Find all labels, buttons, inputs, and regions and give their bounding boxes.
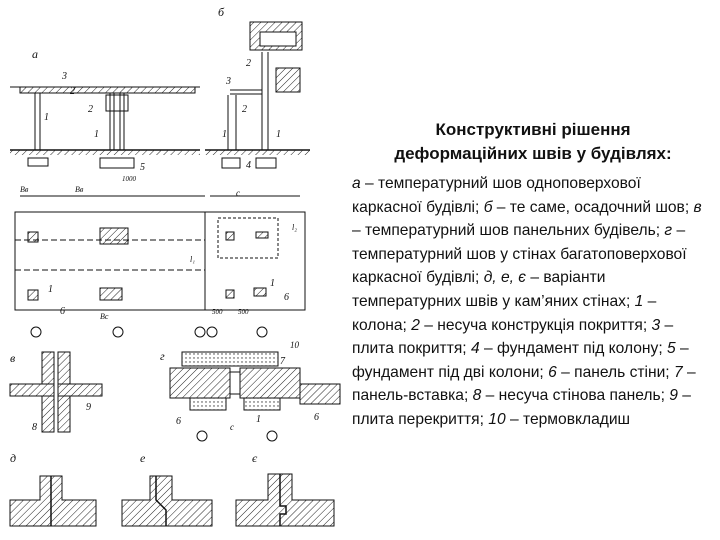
label-b: б — [218, 5, 225, 19]
legend-desc: – температурний шов одноповерхової карка… — [352, 175, 641, 216]
dim-l2: l₂ — [292, 223, 297, 232]
label-b3: 3 — [225, 76, 231, 87]
label-ye: є — [252, 451, 258, 465]
label-b6: 6 — [284, 292, 289, 303]
label-1c: 1 — [48, 284, 53, 295]
label-g6b: 6 — [314, 412, 319, 423]
legend-desc: – температурний шов у стінах багатоповер… — [352, 222, 687, 287]
label-5: 5 — [140, 162, 145, 173]
legend-desc: – плита перекриття; — [352, 387, 691, 428]
legend-key: 2 — [411, 316, 420, 334]
dim-500b: 500 — [238, 308, 249, 316]
label-b1c: 1 — [270, 278, 275, 289]
axis-bv2: Вв — [75, 185, 84, 194]
structural-drawings: а 1000 3 2 2 1 1 5 Вв Вв Вс — [9, 5, 341, 527]
legend-desc: – те саме, осадочний шов; — [492, 198, 694, 216]
label-b2: 2 — [246, 58, 251, 69]
legend-key: д, е, є — [483, 269, 527, 287]
legend-desc: – температурний шов панельних будівель; — [352, 222, 665, 240]
label-e: е — [140, 451, 146, 465]
drawing-ye: є — [235, 451, 335, 527]
axis-bc: Вс — [100, 312, 109, 321]
label-g6: 6 — [176, 416, 181, 427]
drawing-d: д — [9, 451, 97, 527]
legend-key: 9 — [669, 387, 678, 405]
label-g: г — [160, 349, 165, 363]
legend-desc: – несуча конструкція покриття; — [419, 316, 652, 334]
drawing-e: е — [121, 451, 213, 527]
label-b1b: 1 — [222, 129, 227, 140]
legend-key: 10 — [488, 410, 506, 428]
legend-desc: – фундамент під колону; — [479, 340, 667, 358]
label-d: д — [10, 451, 16, 465]
caption: Конструктивні рішення деформаційних швів… — [352, 118, 714, 432]
legend-key: в — [693, 198, 702, 216]
legend-desc: – колона; — [352, 292, 657, 334]
legend-desc: – фундамент під дві колони; — [352, 340, 689, 381]
drawing-a: а 1000 3 2 2 1 1 5 Вв Вв Вс — [10, 47, 206, 338]
legend-key: а — [352, 175, 361, 192]
drawing-g: г 10 7 6 с 1 6 — [160, 340, 341, 442]
legend-desc: – варіанти температурних швів у кам’яних… — [352, 269, 635, 310]
label-2: 2 — [70, 86, 75, 97]
label-c: с — [236, 188, 240, 198]
dim-1000: 1000 — [122, 175, 137, 183]
label-2b: 2 — [88, 104, 93, 115]
drawing-b: б 2 3 2 1 1 4 l₁ l₂ 500 500 6 1 с — [190, 5, 310, 338]
legend-desc: – плита покриття; — [352, 316, 674, 358]
label-9: 9 — [86, 402, 91, 413]
legend-key: 7 — [673, 363, 683, 381]
label-7: 7 — [280, 356, 286, 367]
legend-key: 4 — [470, 340, 480, 358]
drawing-v: в 9 8 — [9, 351, 103, 433]
legend-desc: – панель стіни; — [556, 363, 674, 381]
label-8: 8 — [32, 422, 37, 433]
label-3: 3 — [61, 71, 67, 82]
dim-500: 500 — [212, 308, 223, 316]
legend-desc: – термовкладиш — [505, 410, 631, 428]
label-6: 6 — [60, 306, 65, 317]
label-b1: 1 — [276, 129, 281, 140]
legend-key: 8 — [472, 387, 482, 405]
legend-text: а – температурний шов одноповерхової кар… — [352, 172, 714, 432]
legend-desc: – панель-вставка; — [352, 363, 696, 405]
caption-title: Конструктивні рішення деформаційних швів… — [352, 118, 714, 166]
legend-key: 3 — [651, 316, 661, 334]
axis-bv: Вв — [20, 185, 29, 194]
legend-key: б — [483, 198, 493, 216]
label-gc: с — [230, 422, 234, 432]
legend-key: 5 — [666, 340, 676, 358]
label-10: 10 — [290, 340, 300, 350]
label-a: а — [32, 47, 38, 61]
label-1b: 1 — [94, 129, 99, 140]
caption-title-line1: Конструктивні рішення — [435, 120, 631, 139]
label-g1: 1 — [256, 414, 261, 425]
legend-key: 6 — [548, 363, 557, 381]
legend-key: 1 — [634, 292, 644, 310]
dim-l1: l₁ — [190, 255, 195, 264]
legend-key: г — [664, 222, 673, 240]
label-v: в — [10, 351, 15, 365]
label-1: 1 — [44, 112, 49, 123]
label-b4: 4 — [246, 160, 251, 171]
caption-title-line2: деформаційних швів у будівлях: — [394, 144, 672, 163]
legend-desc: – несуча стінова панель; — [481, 387, 670, 405]
label-b2b: 2 — [242, 104, 247, 115]
